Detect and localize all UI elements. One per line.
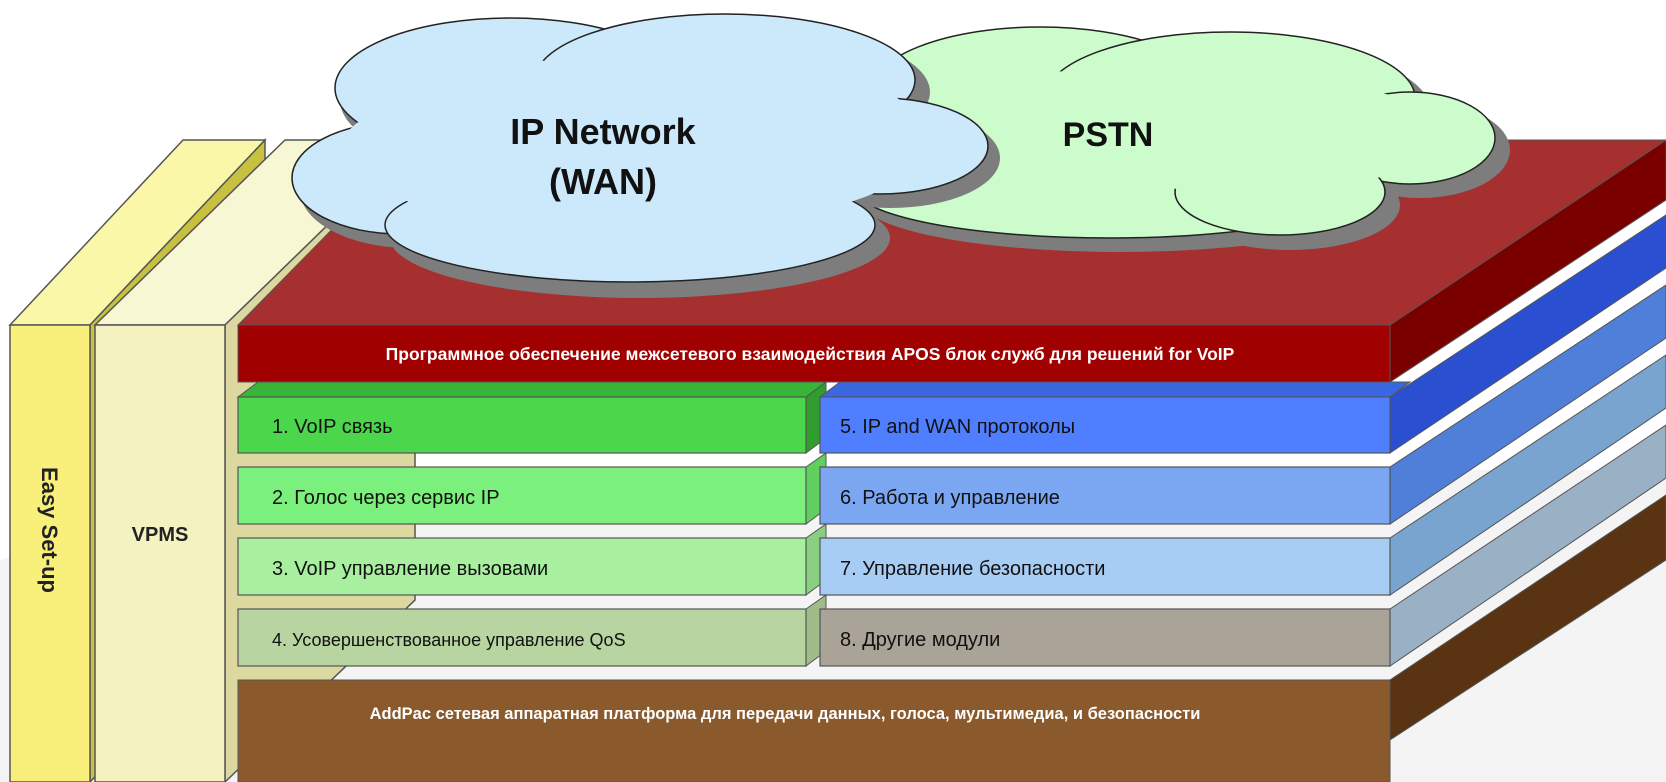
module-box-3 bbox=[237, 537, 807, 596]
module-row-3: 3. VoIP управление вызовами 7. Управлени… bbox=[237, 523, 1391, 596]
module-label-3: 3. VoIP управление вызовами bbox=[272, 558, 548, 580]
module-row-2: 2. Голос через сервис IP 6. Работа и упр… bbox=[237, 452, 1391, 525]
hardware-layer-label: AddPac сетевая аппаратная платформа для … bbox=[370, 705, 1201, 723]
ip-network-label-line2: (WAN) bbox=[549, 161, 657, 202]
layer-stack-sides bbox=[1389, 139, 1666, 741]
ip-network-cloud: IP Network (WAN) bbox=[291, 13, 1000, 298]
addpac-hardware-layer: AddPac сетевая аппаратная платформа для … bbox=[237, 679, 1391, 782]
module-box-7 bbox=[819, 537, 1391, 596]
ip-network-label-line1: IP Network bbox=[510, 111, 696, 152]
module-label-2: 2. Голос через сервис IP bbox=[272, 487, 500, 509]
module-label-1: 1. VoIP связь bbox=[272, 416, 393, 438]
module-box-8 bbox=[819, 608, 1391, 667]
module-label-8: 8. Другие модули bbox=[840, 629, 1000, 651]
easy-setup-label: Easy Set-up bbox=[37, 467, 62, 593]
vpms-label: VPMS bbox=[132, 524, 189, 546]
module-label-5: 5. IP and WAN протоколы bbox=[840, 416, 1075, 438]
module-box-2 bbox=[237, 466, 807, 525]
module-box-6 bbox=[819, 466, 1391, 525]
module-label-6: 6. Работа и управление bbox=[840, 487, 1060, 509]
module-box-5 bbox=[819, 396, 1391, 454]
module-label-4: 4. Усовершенствованное управление QoS bbox=[272, 630, 626, 650]
module-box-4 bbox=[237, 608, 807, 667]
module-row-4: 4. Усовершенствованное управление QoS 8.… bbox=[237, 594, 1391, 667]
pstn-label: PSTN bbox=[1063, 116, 1154, 154]
apos-layer-label: Программное обеспечение межсетевого взаи… bbox=[386, 344, 1235, 364]
module-box-1 bbox=[237, 396, 807, 454]
module-row-1: 1. VoIP связь 5. IP and WAN протоколы bbox=[236, 381, 1412, 454]
module-label-7: 7. Управление безопасности bbox=[840, 558, 1105, 580]
